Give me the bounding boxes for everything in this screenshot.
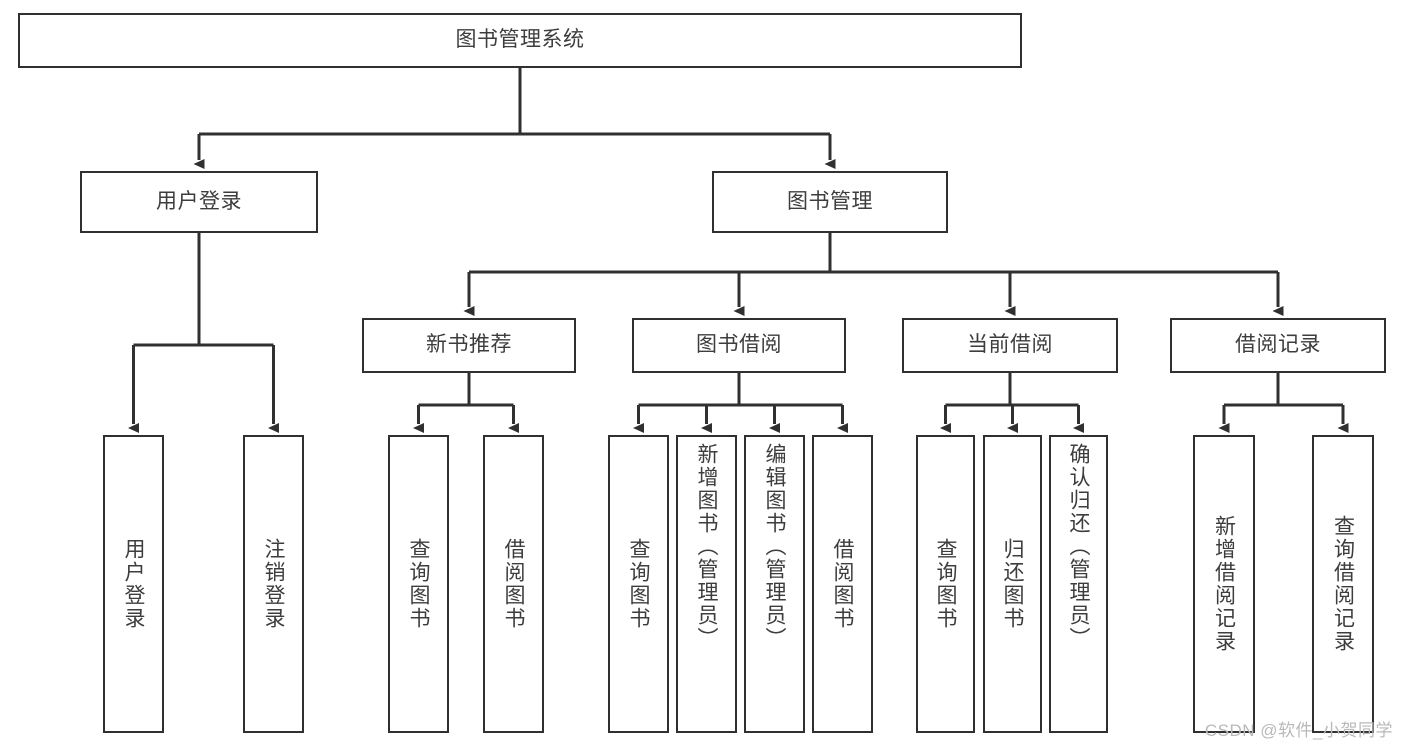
- node-label-borrow: 图书借阅: [696, 333, 782, 357]
- watermark-label: CSDN @软件_小贺同学: [1204, 721, 1393, 740]
- node-l-bk-borrow[interactable]: 借阅图书: [812, 435, 873, 733]
- node-label-login: 用户登录: [156, 189, 242, 213]
- node-label-newbook: 新书推荐: [426, 333, 512, 357]
- node-records[interactable]: 借阅记录: [1170, 318, 1386, 373]
- node-label-l-bk-add: 新增图书（管理员）: [695, 443, 718, 650]
- node-l-rc-query[interactable]: 查询借阅记录: [1312, 435, 1374, 733]
- node-label-bookmgmt: 图书管理: [787, 189, 873, 213]
- node-l-cu-return[interactable]: 归还图书: [983, 435, 1042, 733]
- node-l-login[interactable]: 用户登录: [103, 435, 164, 733]
- node-label-l-logout: 注销登录: [262, 538, 285, 630]
- node-label-l-rc-add: 新增借阅记录: [1212, 515, 1236, 653]
- node-label-l-login: 用户登录: [122, 538, 145, 630]
- node-label-l-bk-query: 查询图书: [627, 538, 650, 630]
- node-label-l-nb-borrow: 借阅图书: [502, 538, 525, 630]
- node-bookmgmt[interactable]: 图书管理: [712, 171, 948, 233]
- node-l-rc-add[interactable]: 新增借阅记录: [1193, 435, 1255, 733]
- node-l-nb-borrow[interactable]: 借阅图书: [483, 435, 544, 733]
- node-label-l-nb-query: 查询图书: [407, 538, 430, 630]
- node-l-cu-confirm[interactable]: 确认归还（管理员）: [1049, 435, 1108, 733]
- node-label-l-cu-query: 查询图书: [934, 538, 957, 630]
- node-l-bk-query[interactable]: 查询图书: [608, 435, 669, 733]
- node-current[interactable]: 当前借阅: [902, 318, 1118, 373]
- node-l-logout[interactable]: 注销登录: [243, 435, 304, 733]
- node-label-l-bk-borrow: 借阅图书: [831, 538, 854, 630]
- node-l-nb-query[interactable]: 查询图书: [388, 435, 449, 733]
- node-label-current: 当前借阅: [967, 333, 1053, 357]
- node-newbook[interactable]: 新书推荐: [362, 318, 576, 373]
- node-label-root: 图书管理系统: [455, 28, 585, 52]
- node-l-bk-edit[interactable]: 编辑图书（管理员）: [744, 435, 805, 733]
- node-label-l-cu-return: 归还图书: [1001, 538, 1024, 630]
- node-label-l-cu-confirm: 确认归还（管理员）: [1067, 443, 1090, 650]
- node-label-l-rc-query: 查询借阅记录: [1331, 515, 1355, 653]
- node-l-bk-add[interactable]: 新增图书（管理员）: [676, 435, 737, 733]
- node-l-cu-query[interactable]: 查询图书: [916, 435, 975, 733]
- node-label-records: 借阅记录: [1235, 333, 1321, 357]
- node-login[interactable]: 用户登录: [80, 171, 318, 233]
- node-root[interactable]: 图书管理系统: [18, 13, 1022, 68]
- node-borrow[interactable]: 图书借阅: [632, 318, 846, 373]
- node-label-l-bk-edit: 编辑图书（管理员）: [763, 443, 786, 650]
